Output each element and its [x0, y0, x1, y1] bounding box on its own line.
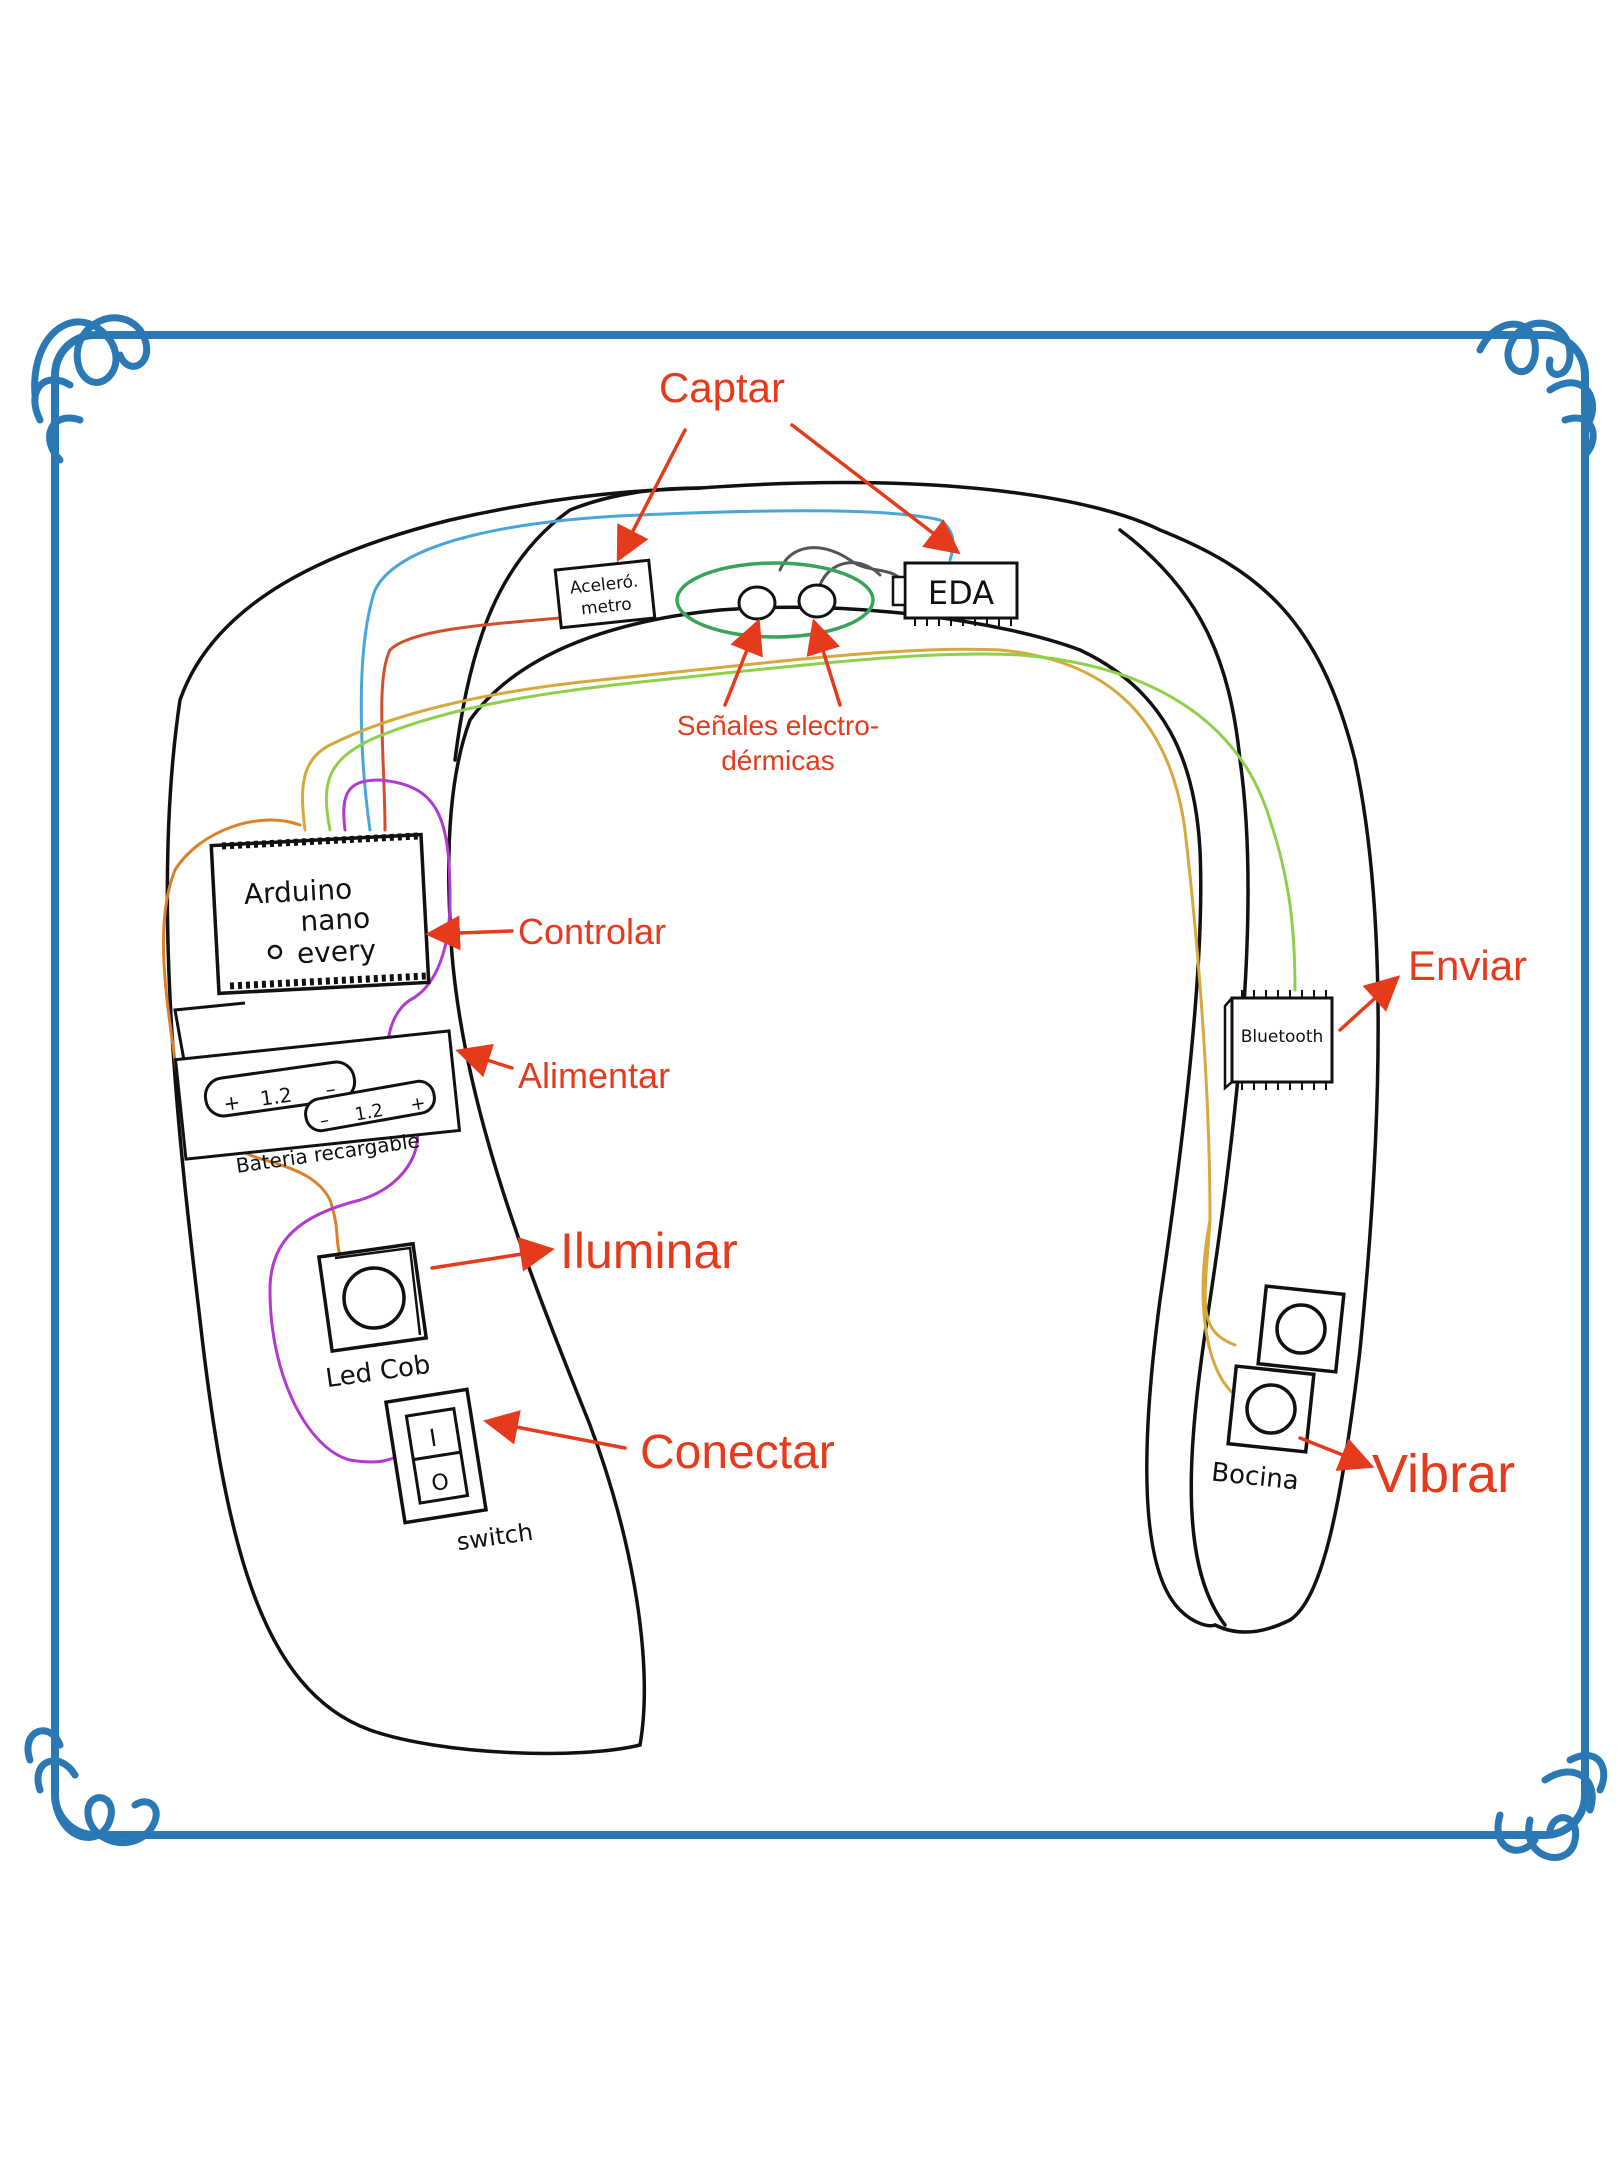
- label-vibrar: Vibrar: [1372, 1444, 1515, 1504]
- arrow-captar-eda: [792, 425, 955, 550]
- led-lens: [344, 1268, 404, 1328]
- wire-blue: [361, 511, 953, 830]
- accelerometer-module: Aceleró. metro: [555, 560, 655, 628]
- frame-corner-tr: [1480, 323, 1593, 455]
- label-iluminar: Iluminar: [560, 1223, 738, 1279]
- label-alimentar: Alimentar: [518, 1055, 670, 1096]
- speaker-cone-1: [1277, 1305, 1325, 1353]
- speaker-label: Bocina: [1210, 1458, 1300, 1497]
- frame-corner-bl: [28, 1731, 156, 1843]
- arduino-label-2: nano: [300, 901, 371, 938]
- battery-cell-1-value: 1.2: [259, 1083, 294, 1111]
- battery-pack: + 1.2 – – 1.2 + Bateria recargable: [176, 1031, 460, 1178]
- eda-label: EDA: [928, 574, 994, 612]
- power-switch: I O switch: [386, 1389, 535, 1556]
- label-enviar: Enviar: [1408, 942, 1527, 989]
- arduino-label-3: every: [296, 933, 377, 970]
- wire-gray-1: [780, 548, 905, 585]
- arrow-conectar: [490, 1422, 625, 1448]
- label-captar: Captar: [659, 364, 785, 411]
- bluetooth-label: Bluetooth: [1241, 1027, 1324, 1047]
- eda-connector: [893, 577, 905, 605]
- led-cob: Led Cob: [319, 1244, 432, 1394]
- arrow-vibrar: [1300, 1438, 1368, 1465]
- arrow-enviar: [1340, 980, 1395, 1030]
- led-label: Led Cob: [324, 1350, 433, 1394]
- electrode-right: [799, 585, 835, 617]
- neckband-inner: [449, 607, 1215, 1745]
- speaker-cone-2: [1247, 1385, 1295, 1433]
- eda-sensor: [677, 563, 873, 637]
- wire-gray-2: [820, 563, 880, 585]
- switch-label: switch: [455, 1518, 535, 1556]
- label-senales-1: Señales electro-: [677, 710, 879, 741]
- arrow-iluminar: [432, 1250, 548, 1268]
- battery-cell-1-plus: +: [222, 1090, 242, 1116]
- electrode-left: [739, 587, 775, 619]
- eda-module: EDA: [893, 563, 1017, 626]
- arrow-controlar: [432, 931, 512, 934]
- label-senales-2: dérmicas: [721, 745, 835, 776]
- label-controlar: Controlar: [518, 911, 666, 952]
- bluetooth-module: Bluetooth: [1225, 990, 1332, 1090]
- label-conectar: Conectar: [640, 1426, 835, 1479]
